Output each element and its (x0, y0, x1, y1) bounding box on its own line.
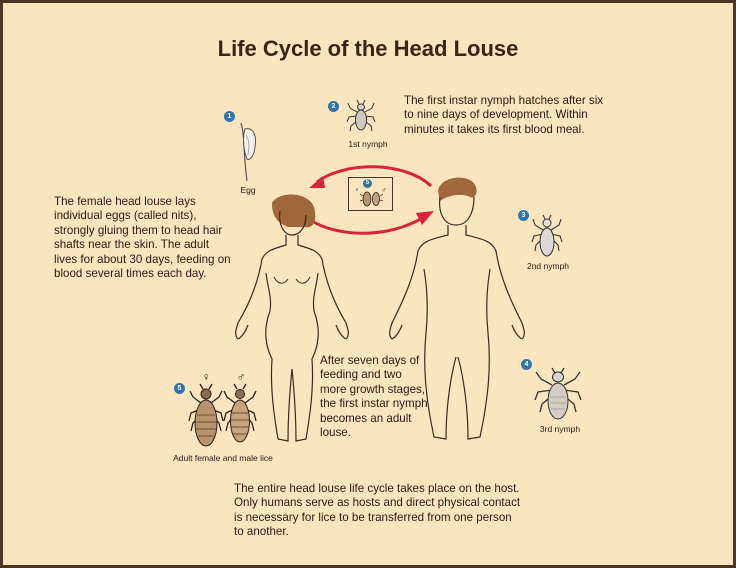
male-human-figure (389, 177, 525, 440)
cycle-arrow-top (309, 165, 433, 188)
stage-badge-first-nymph: 2 (328, 101, 339, 112)
second-nymph-label: 2nd nymph (526, 261, 570, 271)
adults-label: Adult female and male lice (173, 453, 273, 463)
egg-nit-icon (240, 122, 256, 182)
hatch-text: The first instar nymph hatches after six… (404, 94, 604, 136)
cycle-arrow-bottom (311, 211, 434, 235)
female-human-figure (235, 194, 349, 442)
host-text: The entire head louse life cycle takes p… (234, 482, 521, 539)
first-nymph-label: 1st nymph (348, 139, 388, 149)
third-nymph-louse-icon (534, 367, 582, 420)
growth-text: After seven days of feeding and two more… (320, 354, 428, 440)
stage-badge-egg: 1 (224, 111, 235, 122)
mating-male-symbol: ♂ (381, 187, 387, 194)
mating-female-symbol: ♀ (354, 187, 360, 194)
female-text: The female head louse lays individual eg… (54, 195, 231, 281)
stage-badge-adult: 5 (174, 383, 185, 394)
stage-badge-second-nymph: 3 (518, 210, 529, 221)
egg-label: Egg (240, 185, 256, 195)
adult-female-louse-icon (188, 383, 224, 447)
first-nymph-louse-icon (346, 99, 376, 132)
stage-badge-third-nymph: 4 (521, 359, 532, 370)
diagram-title: Life Cycle of the Head Louse (217, 36, 519, 61)
mating-lice-icon (359, 191, 384, 207)
male-symbol: ♂ (236, 370, 246, 384)
stage-badge-mating: 5 (363, 179, 372, 188)
second-nymph-louse-icon (531, 214, 563, 257)
mating-inset (348, 177, 393, 211)
third-nymph-label: 3rd nymph (539, 424, 581, 434)
adult-male-louse-icon (223, 383, 257, 443)
female-symbol: ♀ (201, 370, 211, 384)
